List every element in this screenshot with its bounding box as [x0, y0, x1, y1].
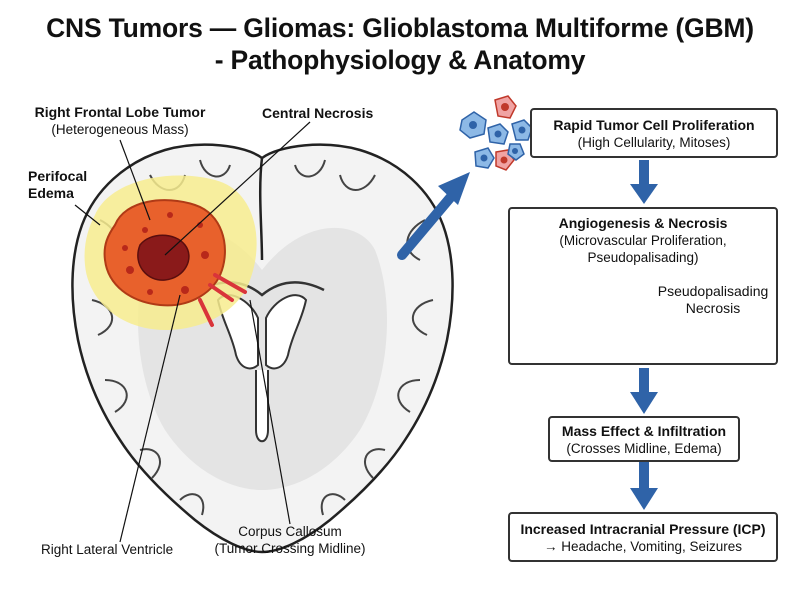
flow-box-angiogenesis-title: Angiogenesis & Necrosis: [558, 215, 728, 231]
label-corpus-line2: (Tumor Crossing Midline): [214, 541, 366, 556]
label-corpus-line1: Corpus Callosum: [238, 524, 342, 539]
page-title: CNS Tumors — Gliomas: Glioblastoma Multi…: [0, 12, 800, 76]
label-tumor-sub: (Heterogeneous Mass): [51, 122, 189, 137]
label-tumor: Right Frontal Lobe Tumor (Heterogeneous …: [20, 104, 220, 138]
page-title-line2: - Pathophysiology & Anatomy: [214, 45, 586, 75]
gyri-right: [294, 159, 434, 516]
flow-arrows: [630, 160, 658, 510]
inset-label-line1: Pseudopalisading: [657, 283, 769, 299]
label-edema-line1: Perifocal: [28, 168, 88, 184]
label-right-lateral-ventricle: Right Lateral Ventricle: [41, 542, 174, 557]
inset-label-line2: Necrosis: [685, 300, 741, 316]
flow-box-proliferation-sub: (High Cellularity, Mitoses): [577, 135, 731, 150]
page-title-line1: CNS Tumors — Gliomas: Glioblastoma Multi…: [46, 13, 754, 43]
longitudinal-fissure: [258, 157, 264, 261]
flow-box-mass-effect: Mass Effect & Infiltration (Crosses Midl…: [548, 416, 740, 462]
label-perifocal-edema: Perifocal Edema: [28, 168, 87, 202]
lateral-ventricles: [216, 294, 308, 370]
infiltration-streaks: [198, 273, 247, 327]
leader-lines: [74, 121, 311, 543]
label-edema-line2: Edema: [28, 185, 74, 201]
flow-box-icp-sub: → Headache, Vomiting, Seizures: [543, 539, 743, 554]
tumor-cell-cluster: [459, 95, 533, 171]
flow-box-angiogenesis: Angiogenesis & Necrosis (Microvascular P…: [508, 207, 778, 365]
flow-box-mass-effect-title: Mass Effect & Infiltration: [561, 423, 727, 439]
flow-box-mass-effect-sub: (Crosses Midline, Edema): [566, 441, 722, 456]
diagonal-arrow: [397, 172, 470, 260]
flow-box-angiogenesis-sub: (Microvascular Proliferation,: [559, 233, 727, 248]
flow-box-icp-title: Increased Intracranial Pressure (ICP): [520, 521, 766, 537]
flow-box-proliferation: Rapid Tumor Cell Proliferation (High Cel…: [530, 108, 778, 158]
flow-box-angiogenesis-sub2: Pseudopalisading): [587, 250, 699, 265]
flow-box-proliferation-title: Rapid Tumor Cell Proliferation: [553, 117, 755, 133]
inset-label: Pseudopalisading Necrosis: [648, 283, 778, 317]
label-central-necrosis: Central Necrosis: [262, 105, 374, 121]
label-corpus-callosum: Corpus Callosum (Tumor Crossing Midline): [205, 523, 375, 557]
label-tumor-title: Right Frontal Lobe Tumor: [34, 104, 206, 120]
midline-structures: [255, 370, 269, 443]
flow-box-icp: Increased Intracranial Pressure (ICP) → …: [508, 512, 778, 562]
central-necrosis: [137, 234, 190, 281]
